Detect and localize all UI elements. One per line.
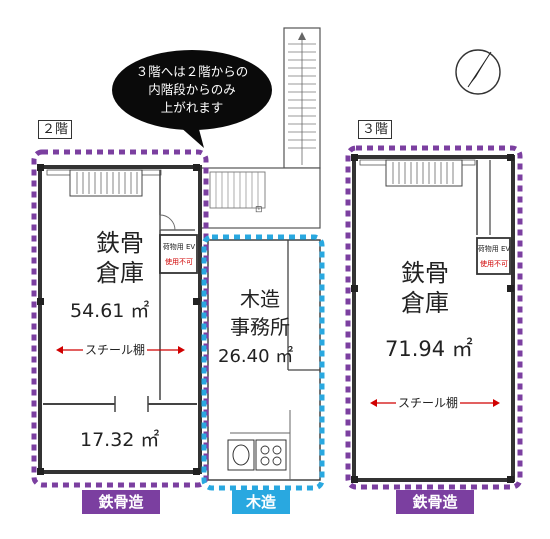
floor2-ev: 荷物用 EV 使用不可 [162, 243, 196, 266]
floor2-room-area: 54.61 ㎡ [70, 300, 150, 322]
door-icon [159, 214, 176, 231]
floor2-sub-area: 17.32 ㎡ [80, 429, 160, 451]
floor-tag-3f: ３階 [358, 120, 393, 139]
annex-room-name: 木造 事務所 [230, 287, 290, 339]
steel-outline-floor3 [345, 145, 523, 490]
exterior-stairs [283, 27, 321, 169]
wood-outline-annex [201, 234, 325, 491]
annex-room-area: 26.40 ㎡ [218, 346, 294, 367]
callout-line-3: 上がれます [160, 100, 224, 115]
steel-outline-floor2 [31, 149, 209, 488]
callout-line-1: ３階へは２階からの [135, 64, 249, 79]
badge-steel-floor2: 鉄骨造 [82, 490, 160, 514]
callout-text: ３階へは２階からの 内階段からのみ 上がれます [117, 63, 267, 117]
floor-tag-2f: ２階 [38, 120, 73, 139]
floor3-ev: 荷物用 EV 使用不可 [477, 245, 511, 268]
callout-line-2: 内階段からのみ [148, 82, 236, 97]
floor3-shelf-label: スチール棚 [396, 394, 461, 411]
svg-text:⊡: ⊡ [255, 205, 263, 215]
floor2-building [37, 164, 202, 475]
compass-north-icon [455, 49, 501, 95]
callout-bubble [112, 50, 272, 148]
floor3-room-area: 71.94 ㎡ [385, 337, 473, 361]
floor2-room-name: 鉄骨 倉庫 [96, 229, 144, 287]
floor2-shelf-label: スチール棚 [83, 341, 148, 358]
stairs-icon [385, 159, 463, 187]
sink-icon [227, 439, 255, 471]
annex-building [207, 239, 321, 481]
stair-hall: ⊡ [199, 167, 321, 229]
badge-steel-floor3: 鉄骨造 [396, 490, 474, 514]
badge-wood-annex: 木造 [232, 490, 290, 514]
stove-icon [255, 439, 287, 471]
stairs-icon [69, 169, 143, 197]
floor3-room-name: 鉄骨 倉庫 [401, 259, 449, 317]
floor3-building [351, 154, 515, 483]
